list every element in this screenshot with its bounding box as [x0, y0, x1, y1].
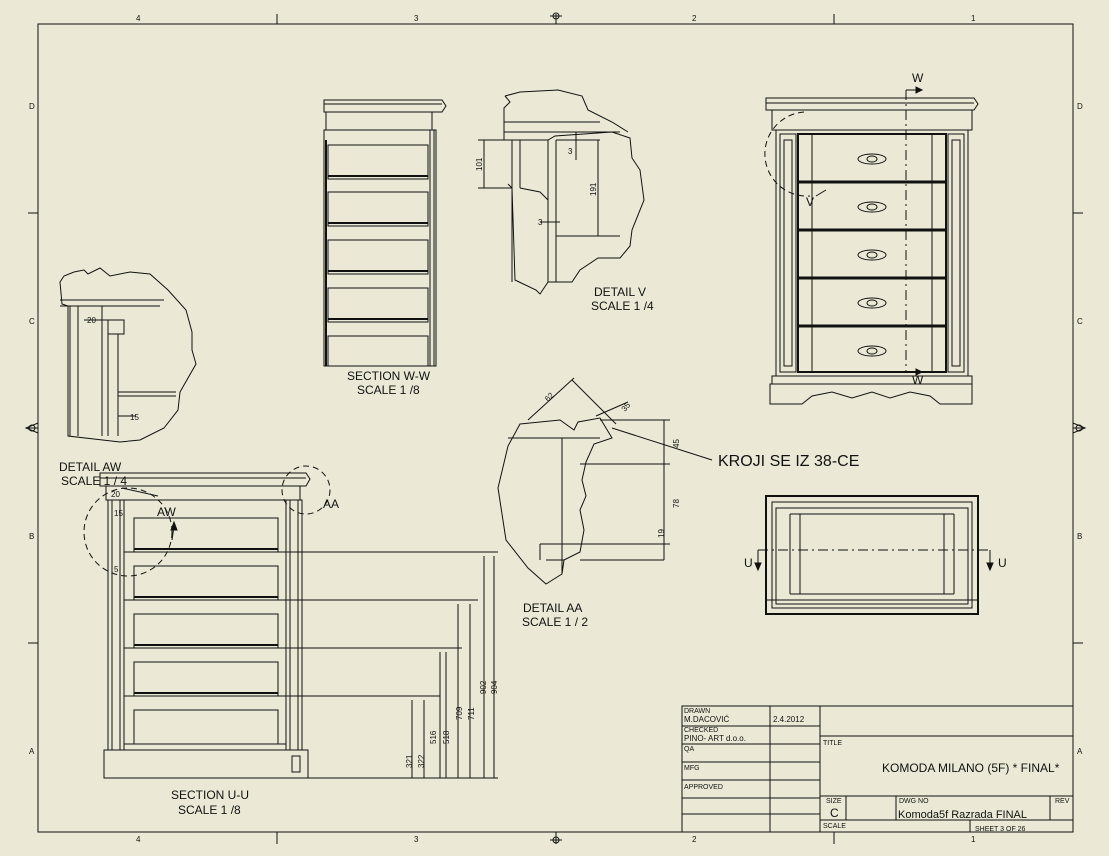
detail-v-view	[478, 89, 645, 295]
detail-aa-view	[497, 377, 713, 585]
dim-section-uu-15: 15	[114, 509, 123, 518]
detail-aw-title: DETAIL AW	[59, 460, 122, 474]
dim-detail-aa-19: 19	[657, 529, 666, 538]
tb-title-label: TITLE	[823, 740, 842, 747]
section-uu-callout-aa: AA	[323, 497, 339, 511]
dim-height-322: 322	[417, 754, 426, 768]
zone-bottom-3: 3	[414, 835, 419, 844]
tb-scale-label: SCALE	[823, 823, 846, 830]
zone-bottom-1: 1	[971, 835, 976, 844]
front-cut-w-top: W	[912, 71, 924, 85]
tb-approved-label: APPROVED	[684, 784, 723, 791]
dim-height-709: 709	[455, 706, 464, 720]
dim-height-902: 902	[479, 680, 488, 694]
top-cut-u-right: U	[998, 556, 1007, 570]
zone-top-2: 2	[692, 14, 697, 23]
dim-detail-v-3b: 3	[538, 218, 543, 227]
tb-dwg-label: DWG NO	[899, 798, 929, 805]
section-uu-callout-aw: AW	[157, 505, 177, 519]
detail-aa-note: KROJI SE IZ 38-CE	[718, 453, 859, 470]
front-cut-w-bottom: W	[912, 373, 924, 387]
zone-right-c: C	[1077, 317, 1083, 326]
zone-labels: 4 3 2 1 4 3 2 1 D C B A D C B A	[29, 14, 1083, 844]
dim-section-uu-5: 5	[114, 565, 119, 574]
section-ww-title: SECTION W-W	[347, 369, 431, 383]
zone-bottom-2: 2	[692, 835, 697, 844]
tb-checked-name: PINO- ART d.o.o.	[684, 734, 746, 743]
detail-aw-view	[59, 267, 197, 443]
dim-detail-aa-45: 45	[672, 439, 681, 448]
zone-left-d: D	[29, 102, 35, 111]
detail-v-scale: SCALE 1 /4	[591, 299, 654, 313]
top-view	[754, 495, 994, 615]
tb-rev-label: REV	[1055, 798, 1070, 805]
section-ww-scale: SCALE 1 /8	[357, 383, 420, 397]
zone-right-d: D	[1077, 102, 1083, 111]
dim-detail-v-3a: 3	[568, 147, 573, 156]
tb-drawn-date: 2.4.2012	[773, 715, 805, 724]
dim-height-904: 904	[490, 680, 499, 694]
front-callout-v: V	[806, 195, 814, 209]
zone-top-1: 1	[971, 14, 976, 23]
detail-aa-title: DETAIL AA	[523, 601, 582, 615]
tb-title: KOMODA MILANO (5F) * FINAL*	[882, 761, 1060, 775]
zone-left-a: A	[29, 747, 35, 756]
dim-detail-v-191: 191	[589, 182, 598, 196]
section-uu-scale: SCALE 1 /8	[178, 803, 241, 817]
dim-detail-aw-20: 20	[87, 316, 96, 325]
section-uu-view	[83, 465, 331, 779]
zone-left-c: C	[29, 317, 35, 326]
dim-height-711: 711	[467, 707, 476, 720]
tb-qa-label: QA	[684, 746, 694, 753]
zone-right-a: A	[1077, 747, 1083, 756]
tb-size: C	[830, 806, 839, 820]
front-view	[764, 86, 979, 405]
zone-left-b: B	[29, 532, 34, 541]
dim-section-uu-20: 20	[111, 490, 120, 499]
top-cut-u-left: U	[744, 556, 753, 570]
detail-aa-scale: SCALE 1 / 2	[522, 615, 588, 629]
tb-drawn-label: DRAWN	[684, 708, 710, 715]
dim-detail-aa-78: 78	[672, 499, 681, 508]
sheet-border	[24, 12, 1087, 844]
dim-height-321: 321	[405, 754, 414, 768]
zone-bottom-4: 4	[136, 835, 141, 844]
tb-checked-label: CHECKED	[684, 727, 718, 734]
zone-top-3: 3	[414, 14, 419, 23]
zone-right-b: B	[1077, 532, 1082, 541]
tb-sheet: SHEET 3 OF 26	[975, 826, 1026, 833]
tb-mfg-label: MFG	[684, 765, 700, 772]
title-block-text: DRAWN M.DACOVIĆ 2.4.2012 CHECKED PINO- A…	[684, 708, 1070, 833]
dim-detail-aw-15: 15	[130, 413, 139, 422]
dim-height-518: 518	[442, 730, 451, 744]
title-block	[681, 705, 1074, 833]
tb-drawn-name: M.DACOVIĆ	[684, 715, 730, 724]
dim-detail-v-101: 101	[475, 157, 484, 171]
section-uu-height-dims	[286, 551, 498, 779]
tb-size-label: SIZE	[826, 798, 842, 805]
dim-height-516: 516	[429, 730, 438, 744]
drawer-handles	[857, 153, 887, 357]
tb-dwg-no: Komoda5f Razrada FINAL	[898, 809, 1027, 821]
detail-v-title: DETAIL V	[594, 285, 646, 299]
section-ww-view	[323, 99, 447, 367]
section-uu-title: SECTION U-U	[171, 788, 249, 802]
zone-top-4: 4	[136, 14, 141, 23]
